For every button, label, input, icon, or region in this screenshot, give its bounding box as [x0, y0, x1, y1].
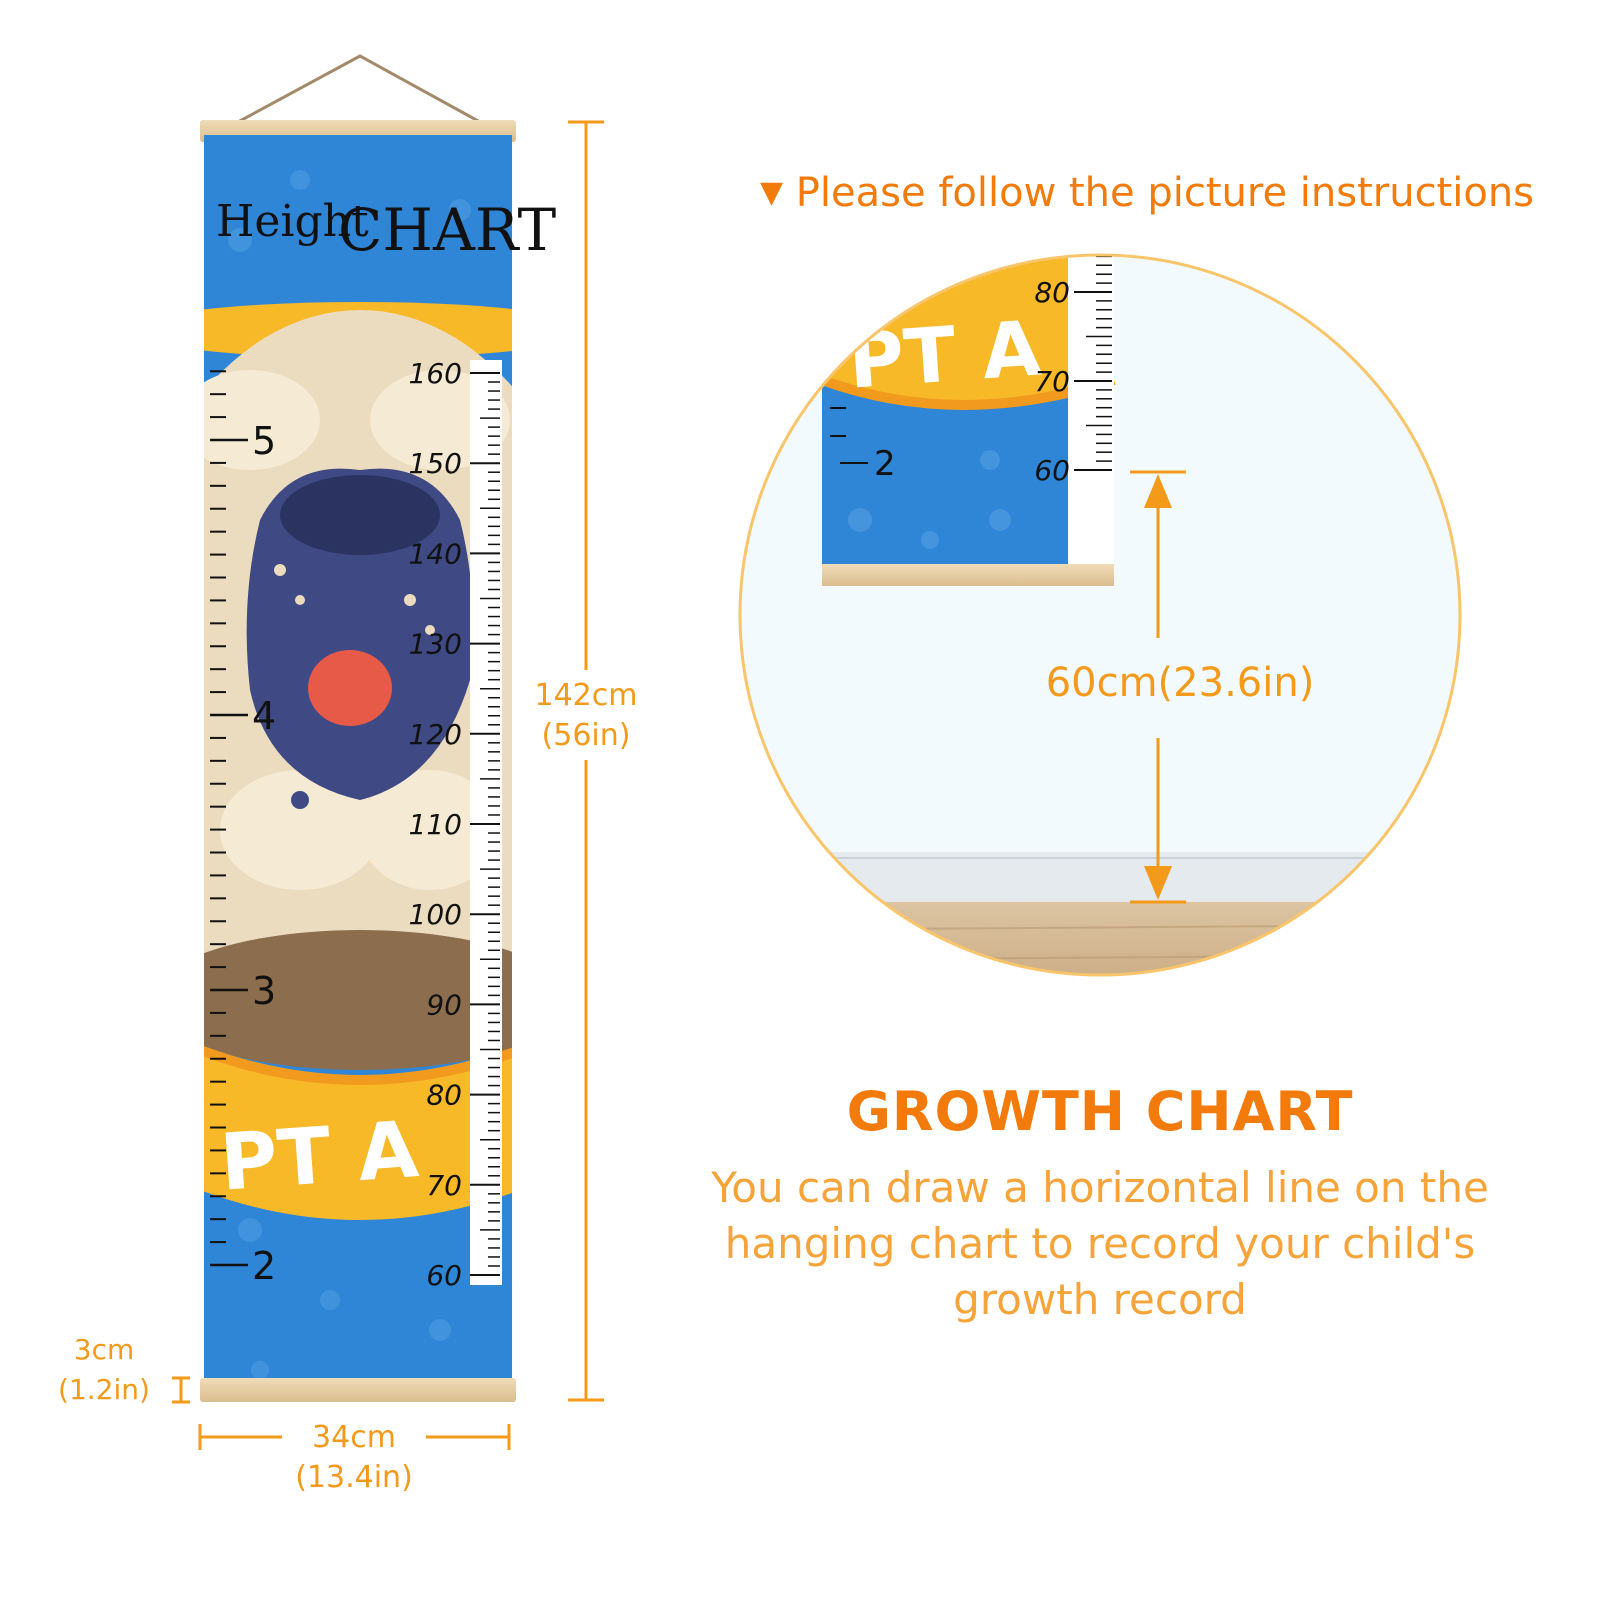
growth-chart-description: You can draw a horizontal line on the ha…	[711, 1163, 1489, 1324]
ft-tick-label: 2	[252, 1244, 276, 1288]
width-cm: 34cm	[312, 1420, 396, 1455]
cm-tick-label: 80	[426, 1079, 462, 1112]
inset-chart: PT A 80 70 60 2	[820, 255, 1116, 586]
height-in: (56in)	[541, 718, 631, 753]
cm-tick-label: 160	[409, 357, 462, 390]
rod-cm: 3cm	[73, 1333, 135, 1366]
bottom-wood-rod	[200, 1378, 516, 1402]
rod-dimension-label: 3cm (1.2in)	[48, 1330, 160, 1410]
cm-tick-label: 110	[409, 808, 462, 841]
height-dimension-label: 142cm (56in)	[526, 676, 646, 756]
width-in: (13.4in)	[295, 1460, 413, 1495]
cm-tick-label: 140	[409, 537, 462, 570]
instruction-heading: ▼ Please follow the picture instructions	[760, 170, 1560, 216]
cm-tick-label: 90	[426, 988, 462, 1021]
cm-tick-label: 70	[426, 1169, 462, 1202]
hanging-string	[237, 54, 481, 124]
dog-chin	[204, 930, 512, 1070]
chart-title-chart: CHART	[338, 196, 556, 264]
height-cm: 142cm	[534, 678, 638, 713]
ft-tick-label: 5	[252, 419, 276, 463]
measure-arrow	[1130, 470, 1186, 904]
rod-in: (1.2in)	[58, 1373, 150, 1406]
inset-banner-text: PT A	[845, 303, 1044, 405]
inset-cm-tick-label: 60	[1034, 454, 1070, 487]
dog-tongue	[308, 650, 392, 726]
ft-ruler: 5 4 3 2	[210, 370, 276, 1288]
ft-tick-label: 3	[252, 969, 276, 1013]
measure-label: 60cm(23.6in)	[1045, 660, 1315, 706]
inset-cm-ruler: 80 70 60	[1034, 255, 1112, 487]
ft-tick-label: 4	[252, 694, 276, 738]
cm-tick-label: 100	[409, 898, 462, 931]
chart-title-height: Height	[216, 196, 369, 247]
cm-tick-label: 150	[409, 447, 462, 480]
bottom-yellow-banner	[204, 1051, 512, 1220]
hanging-chart: PT A Height CHART 160 150 140 130 120 110 100 9…	[200, 54, 556, 1402]
wood-floor	[740, 902, 1460, 975]
growth-chart-title: GROWTH CHART	[846, 1080, 1354, 1143]
triangle-down-icon: ▼	[760, 175, 784, 210]
cm-tick-label: 130	[409, 628, 462, 661]
inset-ft-tick: 2	[874, 444, 896, 484]
cm-tick-label: 60	[426, 1259, 462, 1292]
instruction-text: Please follow the picture instructions	[795, 170, 1535, 216]
chart-banner-text: PT A	[217, 1105, 421, 1209]
dog-muzzle	[246, 468, 474, 800]
inset-bottom-rod	[822, 564, 1114, 586]
inset-cm-tick-label: 80	[1034, 276, 1070, 309]
cm-tick-label: 120	[409, 718, 462, 751]
cm-ruler: 160 150 140 130 120 110 100 90 80 70 60	[409, 357, 502, 1292]
inset-cm-tick-label: 70	[1034, 365, 1070, 398]
dimension-lines	[172, 120, 604, 1450]
dog-nose	[280, 475, 440, 555]
instruction-circle: PT A 80 70 60 2	[738, 253, 1462, 977]
width-dimension-label: 34cm (13.4in)	[284, 1418, 424, 1498]
